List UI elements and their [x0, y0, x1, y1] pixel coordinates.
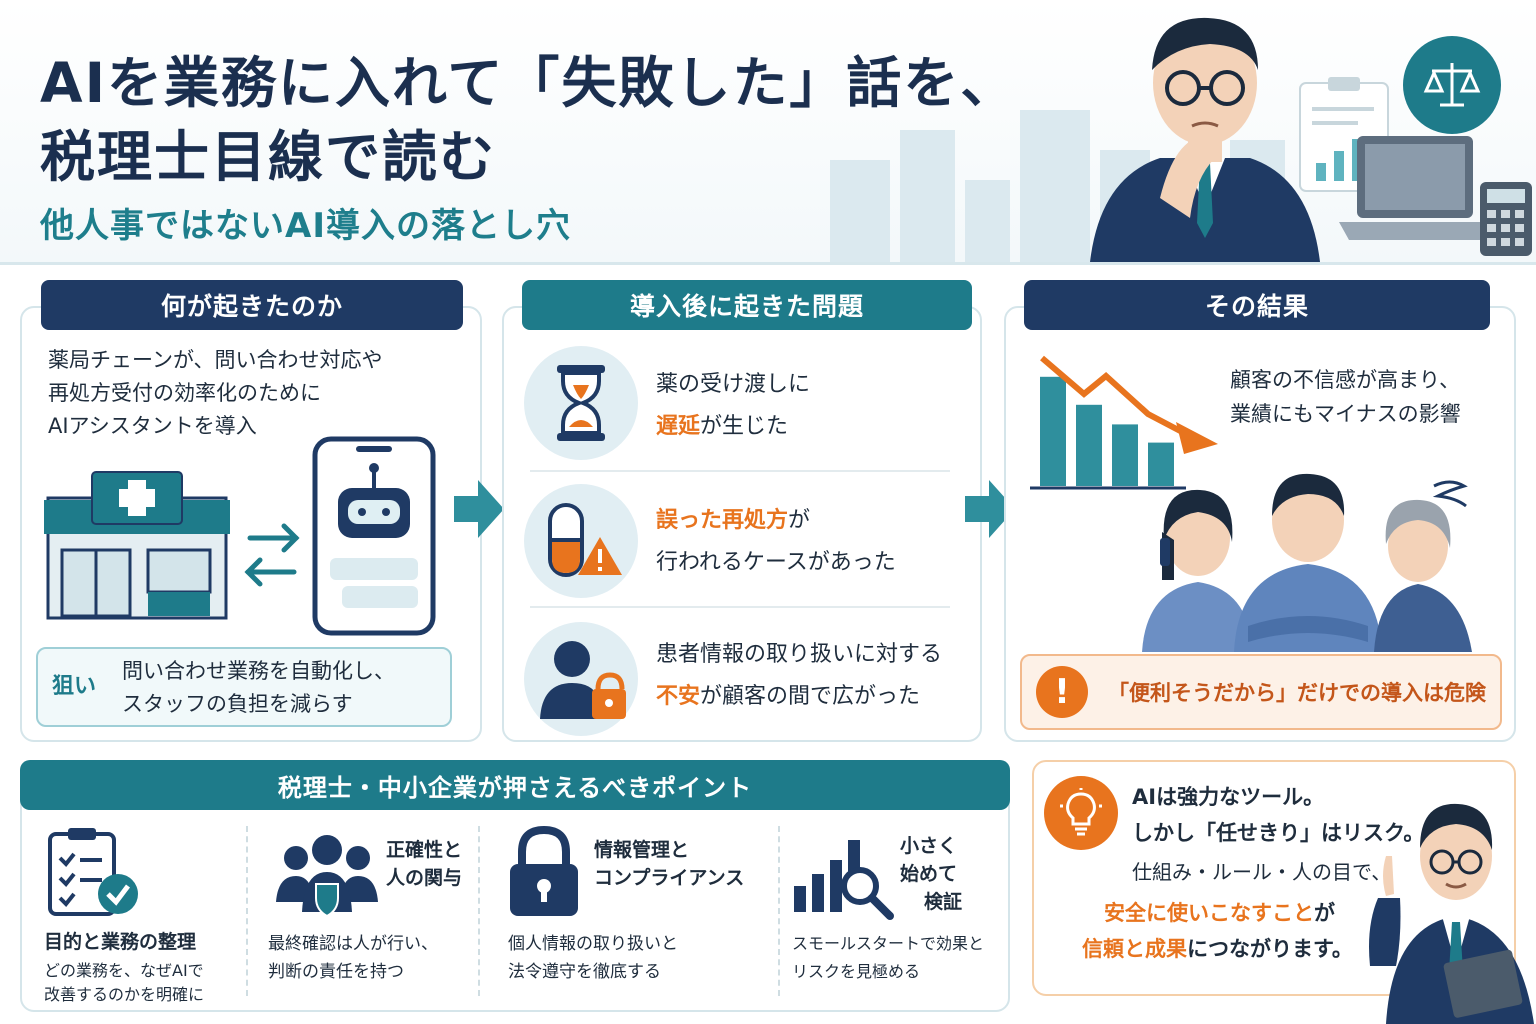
- capsule-warning-icon: [524, 484, 638, 598]
- warning-box: ! 「便利そうだから」だけでの導入は危険: [1020, 654, 1502, 730]
- chart-bar: [1112, 424, 1138, 486]
- aim-box: [36, 647, 452, 727]
- aim-line2: スタッフの負担を減らす: [122, 692, 353, 716]
- point1-title: 目的と業務の整理: [44, 931, 197, 953]
- flow-arrow-right-icon: [454, 480, 504, 538]
- checklist-icon: [48, 828, 138, 916]
- bars-magnifier-icon: [794, 840, 894, 920]
- what-happened-line1: 薬局チェーンが、問い合わせ対応や: [48, 348, 383, 372]
- point1-desc-line1: どの業務を、なぜAIで: [44, 961, 204, 980]
- point3-title-line2: コンプライアンス: [594, 867, 745, 889]
- worried-customers-illustration: [1142, 473, 1472, 652]
- lightbulb-icon: [1044, 776, 1118, 850]
- chart-bar: [1040, 376, 1066, 486]
- message-line2: しかし「任せきり」はリスク。: [1132, 821, 1425, 845]
- people-shield-icon: [276, 835, 378, 918]
- problem3-line2: 不安が顧客の間で広がった: [656, 680, 920, 713]
- what-happened-line3: AIアシスタントを導入: [48, 414, 257, 438]
- point1-desc-line2: 改善するのかを明確に: [44, 985, 205, 1004]
- header-divider: [0, 262, 1536, 265]
- point4-desc-line2: リスクを見極める: [792, 962, 921, 981]
- point2-desc-line1: 最終確認は人が行い、: [268, 934, 438, 954]
- panel-result-heading: その結果: [1024, 280, 1490, 330]
- calculator-icon: [1480, 182, 1532, 256]
- point-separator: [478, 826, 480, 996]
- message-line1: AIは強力なツール。: [1132, 785, 1325, 809]
- point-separator: [246, 826, 248, 996]
- problem1-rest: が生じた: [700, 414, 789, 439]
- points-heading: 税理士・中小企業が押さえるべきポイント: [20, 760, 1010, 810]
- point2-title-line1: 正確性と: [386, 839, 463, 861]
- exchange-arrows-icon: [244, 523, 300, 587]
- problem2-rest: が: [788, 508, 811, 533]
- point4-desc-line1: スモールスタートで効果と: [792, 934, 985, 953]
- message-line5-highlight: 信頼と成果: [1082, 937, 1187, 961]
- message-line5-rest: につながります。: [1187, 937, 1353, 961]
- message-line4: 安全に使いこなすことが: [1104, 894, 1335, 932]
- point3-desc-line2: 法令遵守を徹底する: [508, 962, 661, 982]
- panel-problems-heading: 導入後に起きた問題: [522, 280, 972, 330]
- point2-desc-line2: 判断の責任を持つ: [268, 962, 404, 982]
- problem1-line2: 遅延が生じた: [656, 410, 788, 443]
- page-title-line2: 税理士目線で読む: [40, 125, 497, 189]
- point3-title-line1: 情報管理と: [594, 839, 690, 861]
- message-line3: 仕組み・ルール・人の目で、: [1132, 860, 1392, 884]
- panel-what-happened-heading: 何が起きたのか: [41, 280, 463, 330]
- problem2-line1: 誤った再処方が: [656, 504, 810, 537]
- aim-line1: 問い合わせ業務を自動化し、: [122, 659, 395, 683]
- message-line4-highlight: 安全に使いこなすこと: [1104, 901, 1314, 925]
- ai-assistant-phone-icon: [312, 436, 436, 636]
- businessman-pointing-illustration: [1369, 803, 1534, 1024]
- message-line4-rest: が: [1314, 901, 1335, 925]
- point-separator: [778, 826, 780, 996]
- aim-label: 狙い: [52, 674, 97, 699]
- warning-text: 「便利そうだから」だけでの導入は危険: [1108, 681, 1486, 705]
- declining-bar-chart-icon: [1030, 355, 1218, 490]
- problem-divider: [530, 606, 950, 608]
- point4-title-line1: 小さく: [900, 835, 958, 857]
- problem3-line1: 患者情報の取り扱いに対する: [656, 642, 943, 667]
- result-line2: 業績にもマイナスの影響: [1230, 402, 1461, 426]
- exclamation-icon: !: [1036, 666, 1088, 718]
- businessman-thinking-illustration: [1090, 17, 1320, 262]
- problem3-highlight: 不安: [656, 684, 701, 709]
- point4-title-line3: 検証: [924, 891, 963, 913]
- problem1-line1: 薬の受け渡しに: [656, 372, 811, 397]
- point2-title-line2: 人の関与: [386, 867, 463, 889]
- problem2-line2: 行われるケースがあった: [656, 550, 896, 575]
- what-happened-line2: 再処方受付の効率化のために: [48, 381, 321, 405]
- padlock-icon: [510, 826, 578, 916]
- message-line5: 信頼と成果につながります。: [1082, 930, 1353, 968]
- scales-of-justice-icon: [1403, 36, 1501, 134]
- page-subtitle: 他人事ではないAI導入の落とし穴: [40, 206, 571, 246]
- flow-arrow-right-icon: [965, 480, 1015, 538]
- hourglass-icon: [524, 346, 638, 460]
- problem-divider: [530, 470, 950, 472]
- problem2-highlight: 誤った再処方: [656, 508, 789, 533]
- problem3-rest: が顧客の間で広がった: [700, 684, 921, 709]
- problem1-highlight: 遅延: [656, 414, 701, 439]
- chart-bar: [1076, 404, 1102, 486]
- user-lock-icon: [524, 622, 638, 736]
- point3-desc-line1: 個人情報の取り扱いと: [508, 934, 678, 954]
- laptop-icon: [1339, 136, 1491, 240]
- point4-title-line2: 始めて: [900, 863, 958, 885]
- chart-bar: [1148, 442, 1174, 486]
- page-title-line1: AIを業務に入れて「失敗した」話を、: [40, 51, 1018, 115]
- result-line1: 顧客の不信感が高まり、: [1230, 368, 1461, 392]
- pharmacy-building-icon: [44, 471, 230, 620]
